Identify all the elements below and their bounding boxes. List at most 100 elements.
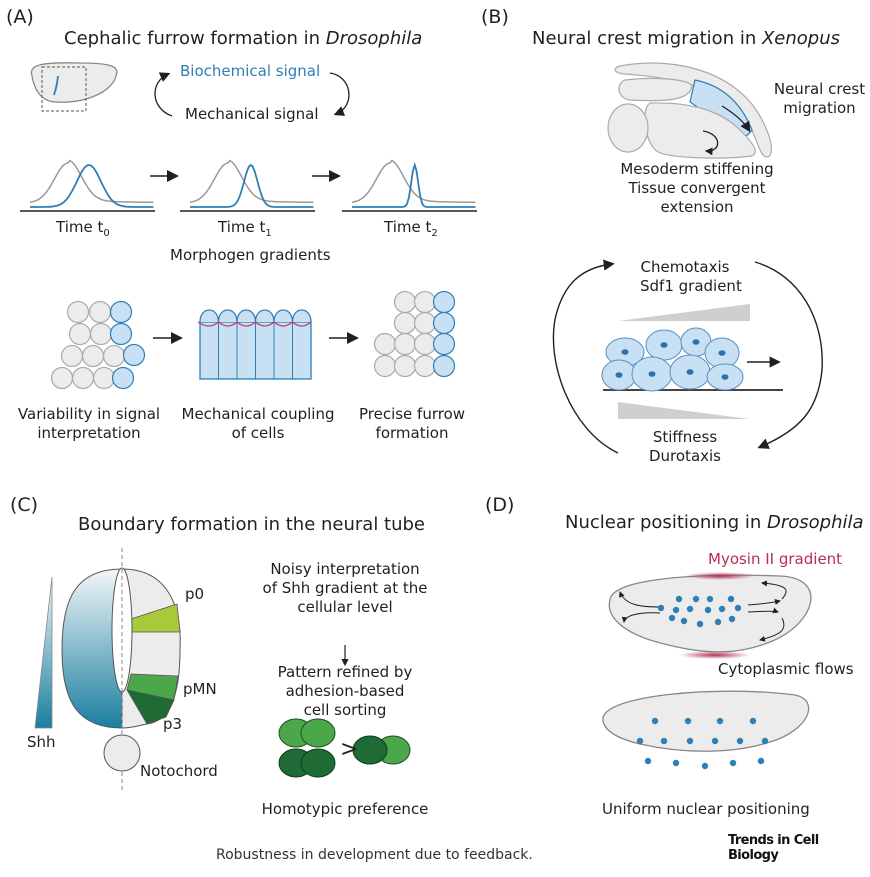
- gray-cell: [66, 300, 90, 324]
- mechanical-signal-label: Mechanical signal: [185, 105, 319, 123]
- nucleus: [734, 604, 742, 612]
- nucleus: [644, 757, 652, 765]
- homotypic-cells: [278, 718, 411, 778]
- panel-a-title: Cephalic furrow formation in Drosophila: [64, 28, 422, 49]
- morphogen-curve: [190, 163, 314, 208]
- nucleus: [684, 717, 692, 725]
- nucleus: [686, 737, 694, 745]
- blue-cell: [432, 354, 456, 378]
- panel-d-title-text: Nuclear positioning in: [565, 512, 767, 533]
- nucleus: [736, 737, 744, 745]
- blue-cell: [109, 322, 133, 346]
- notochord-label: Notochord: [140, 762, 218, 780]
- nucleus: [761, 737, 769, 745]
- reference-gradient-curve: [29, 159, 154, 204]
- nucleus: [657, 604, 665, 612]
- pmn-label: pMN: [183, 680, 217, 698]
- myosin-bottom: [679, 651, 751, 659]
- cell-nucleus: [648, 371, 656, 377]
- nucleus: [668, 614, 676, 622]
- biochemical-signal-label: Biochemical signal: [180, 62, 321, 80]
- reference-gradient-curve: [189, 159, 314, 204]
- cell-nucleus: [692, 339, 700, 345]
- blue-cell: [111, 366, 135, 390]
- nucleus: [636, 737, 644, 745]
- morphogen-curve: [352, 161, 476, 208]
- panel-a-title-text: Cephalic furrow formation in: [64, 28, 326, 49]
- nucleus: [675, 595, 683, 603]
- p3-label: p3: [163, 715, 183, 733]
- notochord-circle: [103, 734, 141, 772]
- greater-than-symbol: >: [340, 737, 359, 762]
- blue-cell: [109, 300, 133, 324]
- nucleus: [701, 762, 709, 770]
- uniform-positioning-label: Uniform nuclear positioning: [602, 800, 810, 818]
- p3-domain: [126, 689, 175, 725]
- cell-apex: [236, 309, 257, 323]
- time-t1-label: Time t1: [218, 218, 272, 239]
- time-t2-label: Time t2: [384, 218, 438, 239]
- cytoplasmic-flows-label: Cytoplasmic flows: [718, 660, 854, 678]
- cell-nucleus: [615, 372, 623, 378]
- time-t0-label: Time t0: [56, 218, 110, 239]
- stiffness-gradient-wedge: [618, 402, 750, 419]
- cell-nucleus: [718, 350, 726, 356]
- nucleus: [749, 717, 757, 725]
- nucleus: [680, 617, 688, 625]
- nucleus: [672, 606, 680, 614]
- panel-a-title-species: Drosophila: [325, 28, 423, 49]
- shh-gradient-wedge: [34, 576, 53, 729]
- nucleus: [686, 605, 694, 613]
- morphogen-curve: [30, 164, 154, 208]
- cell-nucleus: [686, 369, 694, 375]
- nucleus: [660, 737, 668, 745]
- myosin-line: [197, 321, 312, 327]
- myosin-top: [684, 572, 756, 580]
- panel-d-title-species: Drosophila: [766, 512, 864, 533]
- cell-nucleus: [660, 342, 668, 348]
- cell-nucleus: [721, 374, 729, 380]
- sdf1-gradient-wedge: [618, 304, 750, 321]
- cell-apex: [217, 309, 238, 323]
- panel-a-label: (A): [6, 6, 34, 28]
- nucleus: [728, 615, 736, 623]
- nucleus: [718, 605, 726, 613]
- nucleus: [651, 717, 659, 725]
- nucleus: [714, 618, 722, 626]
- nucleus: [696, 620, 704, 628]
- nucleus: [672, 759, 680, 767]
- blue-cell: [122, 343, 146, 367]
- nucleus: [727, 595, 735, 603]
- homotypic-preference-label: Homotypic preference: [261, 800, 429, 818]
- blue-cell: [432, 332, 456, 356]
- shh-label: Shh: [27, 733, 56, 751]
- nucleus: [716, 717, 724, 725]
- cell-apex: [199, 309, 220, 323]
- myosin-gradient-label: Myosin II gradient: [708, 550, 843, 568]
- panel-c-title: Boundary formation in the neural tube: [78, 514, 426, 535]
- cell-apex: [273, 309, 294, 323]
- panel-d-label: (D): [485, 494, 515, 516]
- journal-name: Trends in Cell Biology: [728, 833, 819, 863]
- panel-d-title: Nuclear positioning in Drosophila: [565, 512, 864, 533]
- reference-gradient-curve: [351, 159, 476, 204]
- figure-caption: Robustness in development due to feedbac…: [216, 847, 533, 863]
- nucleus: [711, 737, 719, 745]
- p0-label: p0: [185, 585, 205, 603]
- cell-apex: [291, 309, 312, 323]
- embryo-uniform: [602, 690, 810, 752]
